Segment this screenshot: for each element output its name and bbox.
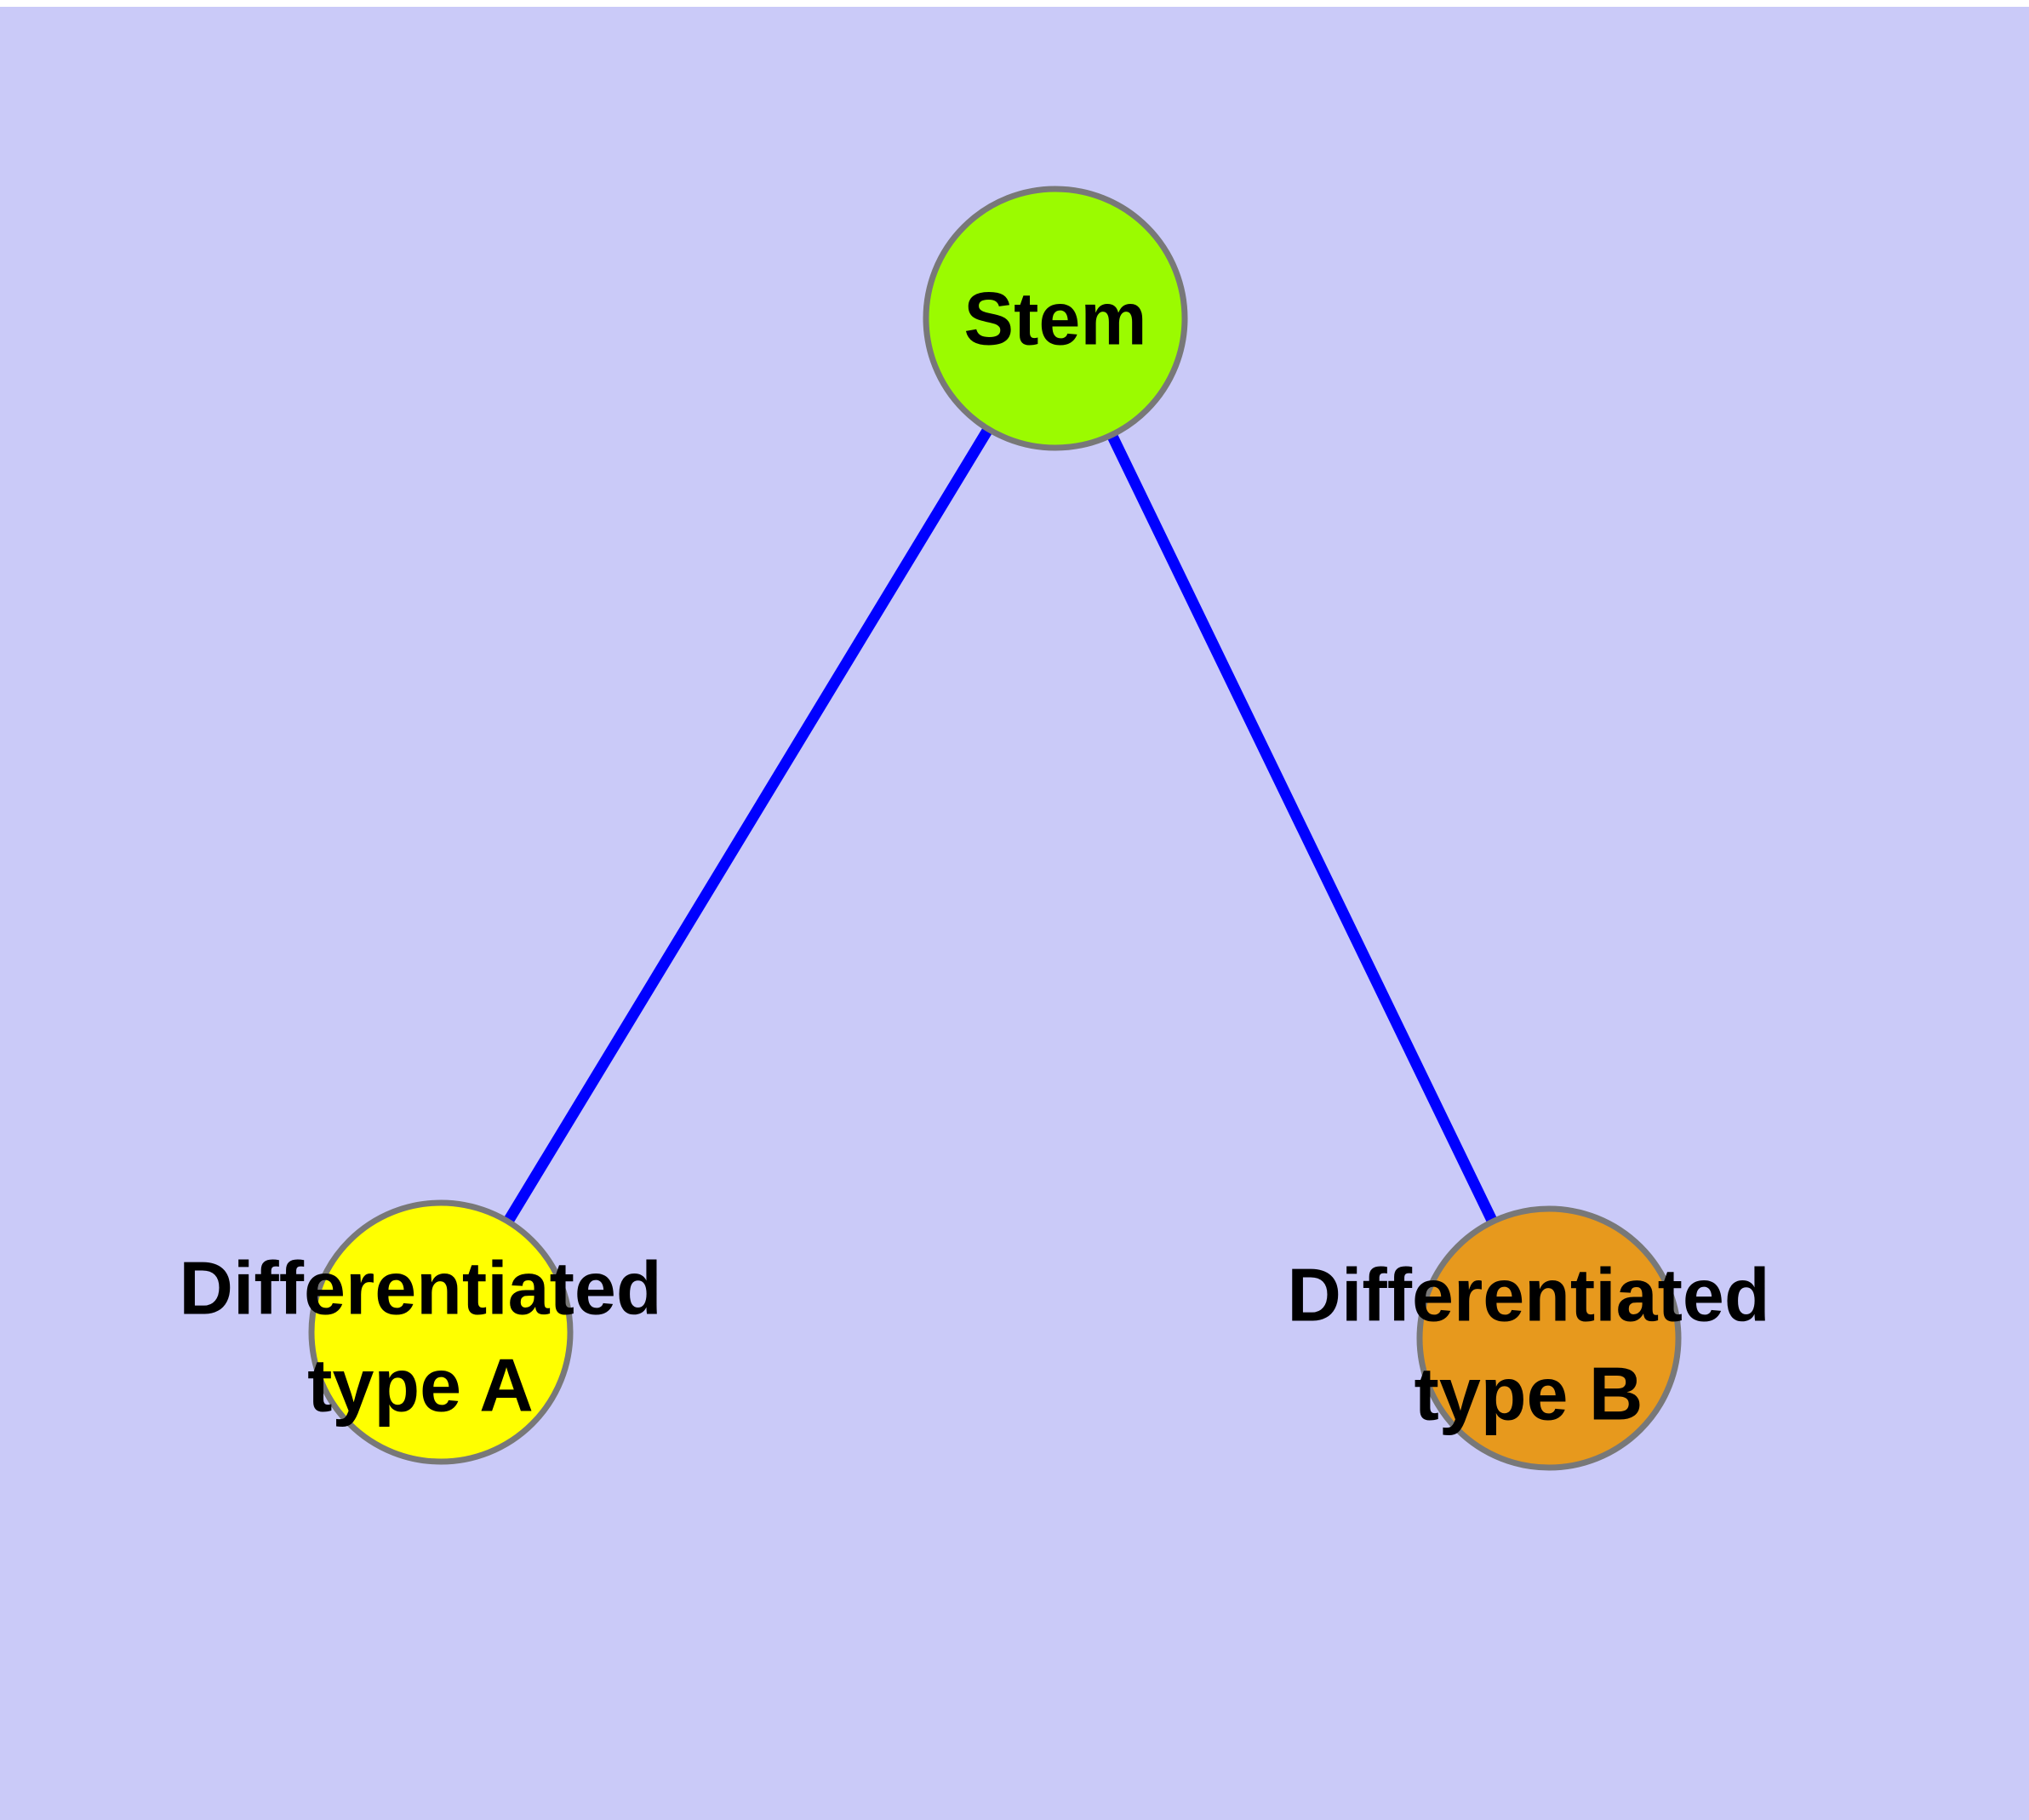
node-stem [923,186,1188,451]
edge-stem-to-type-a [436,315,1060,1336]
node-type-b-label-line2: type B [1415,1352,1643,1436]
edge-stem-to-type-b [1050,316,1554,1341]
node-type-a-label-line1: Differentiated [179,1246,661,1331]
node-differentiated-type-b [1416,1205,1682,1471]
node-type-a-label-line2: type A [307,1343,534,1428]
node-type-b-label-line1: Differentiated [1287,1253,1769,1337]
node-differentiated-type-a [308,1199,574,1465]
node-stem-label: Stem [963,277,1146,361]
